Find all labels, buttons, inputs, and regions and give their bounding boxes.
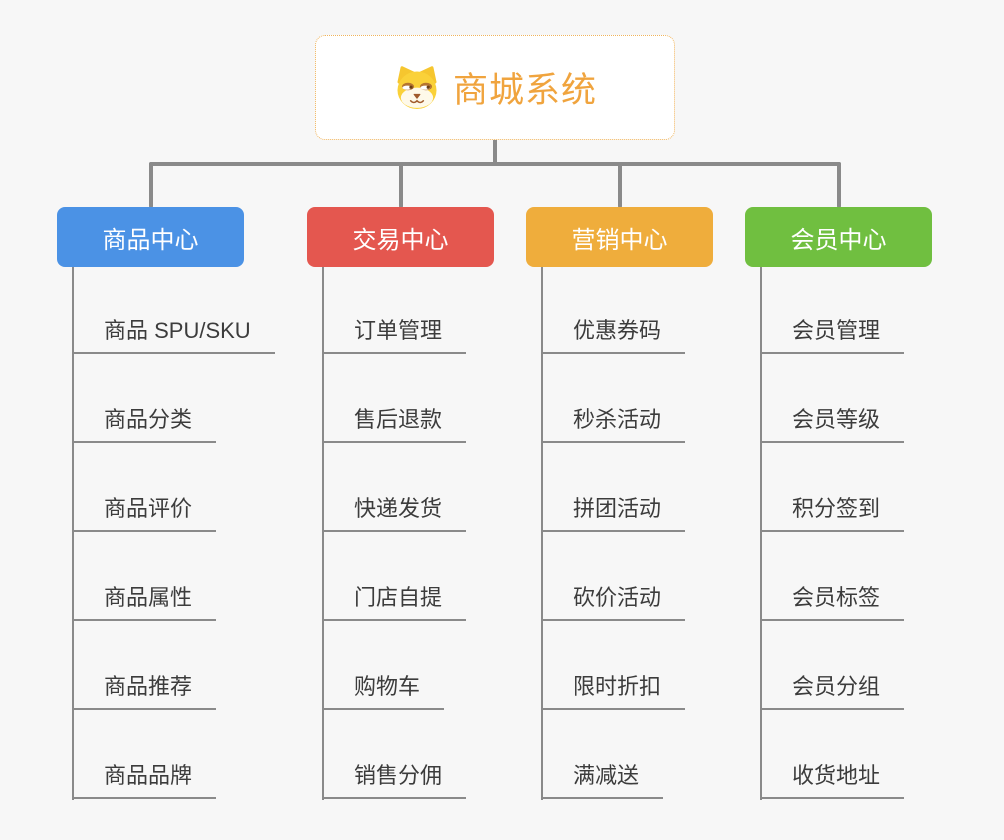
branch-node-product-center[interactable]: 商品中心 (57, 207, 244, 267)
branch-column-member: 会员管理 会员等级 积分签到 会员标签 会员分组 收货地址 (760, 267, 1000, 800)
connector-drop-product (149, 162, 153, 208)
branch-trunk-line (322, 267, 324, 800)
branch-node-member-center[interactable]: 会员中心 (745, 207, 932, 267)
root-node-mall-system[interactable]: 商城系统 (315, 35, 675, 140)
leaf-node[interactable]: 商品品牌 (72, 759, 217, 799)
branch-column-trade: 订单管理 售后退款 快递发货 门店自提 购物车 销售分佣 (322, 267, 562, 800)
branch-trunk-line (72, 267, 74, 800)
shiba-dog-icon (397, 65, 437, 109)
leaf-node[interactable]: 会员分组 (760, 670, 905, 710)
branch-column-marketing: 优惠券码 秒杀活动 拼团活动 砍价活动 限时折扣 满减送 (541, 267, 781, 800)
connector-root-stub (493, 140, 497, 164)
branch-trunk-line (541, 267, 543, 800)
leaf-node[interactable]: 拼团活动 (541, 492, 686, 532)
connector-drop-marketing (618, 162, 622, 208)
leaf-node[interactable]: 收货地址 (760, 759, 905, 799)
leaf-node[interactable]: 优惠券码 (541, 314, 686, 354)
leaf-node[interactable]: 门店自提 (322, 581, 467, 621)
connector-drop-member (837, 162, 841, 208)
leaf-node[interactable]: 商品推荐 (72, 670, 217, 710)
leaf-node[interactable]: 商品属性 (72, 581, 217, 621)
leaf-node[interactable]: 购物车 (322, 670, 445, 710)
branch-trunk-line (760, 267, 762, 800)
leaf-node[interactable]: 秒杀活动 (541, 403, 686, 443)
leaf-node[interactable]: 销售分佣 (322, 759, 467, 799)
branch-node-trade-center[interactable]: 交易中心 (307, 207, 494, 267)
connector-horizontal-bar (149, 162, 841, 166)
leaf-node[interactable]: 订单管理 (322, 314, 467, 354)
leaf-node[interactable]: 会员等级 (760, 403, 905, 443)
leaf-node[interactable]: 快递发货 (322, 492, 467, 532)
connector-drop-trade (399, 162, 403, 208)
leaf-node[interactable]: 商品评价 (72, 492, 217, 532)
root-node-title: 商城系统 (452, 71, 597, 110)
leaf-node[interactable]: 满减送 (541, 759, 664, 799)
leaf-node[interactable]: 商品 SPU/SKU (72, 314, 275, 354)
leaf-node[interactable]: 商品分类 (72, 403, 217, 443)
leaf-node[interactable]: 砍价活动 (541, 581, 686, 621)
branch-column-product: 商品 SPU/SKU 商品分类 商品评价 商品属性 商品推荐 商品品牌 (72, 267, 312, 800)
branch-node-marketing-center[interactable]: 营销中心 (526, 207, 713, 267)
leaf-node[interactable]: 积分签到 (760, 492, 905, 532)
leaf-node[interactable]: 会员标签 (760, 581, 905, 621)
leaf-node[interactable]: 售后退款 (322, 403, 467, 443)
leaf-node[interactable]: 限时折扣 (541, 670, 686, 710)
leaf-node[interactable]: 会员管理 (760, 314, 905, 354)
